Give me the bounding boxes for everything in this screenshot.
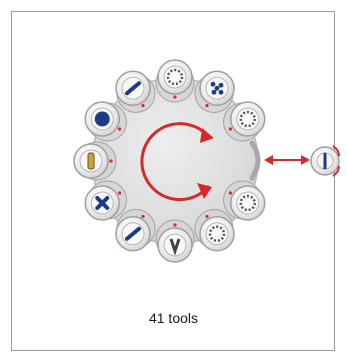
tool-station-dot-cluster	[194, 70, 235, 113]
external-tool-station	[310, 145, 340, 177]
tool-station-solid-disc	[84, 101, 127, 142]
tool-station-diagonal-line	[115, 70, 156, 113]
turret-disc	[91, 77, 259, 245]
turret-notch	[249, 140, 261, 181]
rotate-arrows-icon	[140, 122, 214, 201]
tool-station-dotted-ring	[223, 180, 266, 221]
tool-station-diagonal-line	[115, 209, 156, 252]
tool-station-dotted-ring	[155, 59, 195, 103]
tool-station-shaft-key	[155, 219, 195, 263]
tool-station-vertical-strip	[73, 141, 117, 181]
tool-station-dotted-ring	[194, 209, 235, 252]
tool-station-dotted-ring	[223, 101, 266, 142]
double-arrow-icon	[264, 155, 310, 165]
caption: 41 tools	[148, 310, 199, 326]
tool-station-cross	[84, 180, 127, 221]
